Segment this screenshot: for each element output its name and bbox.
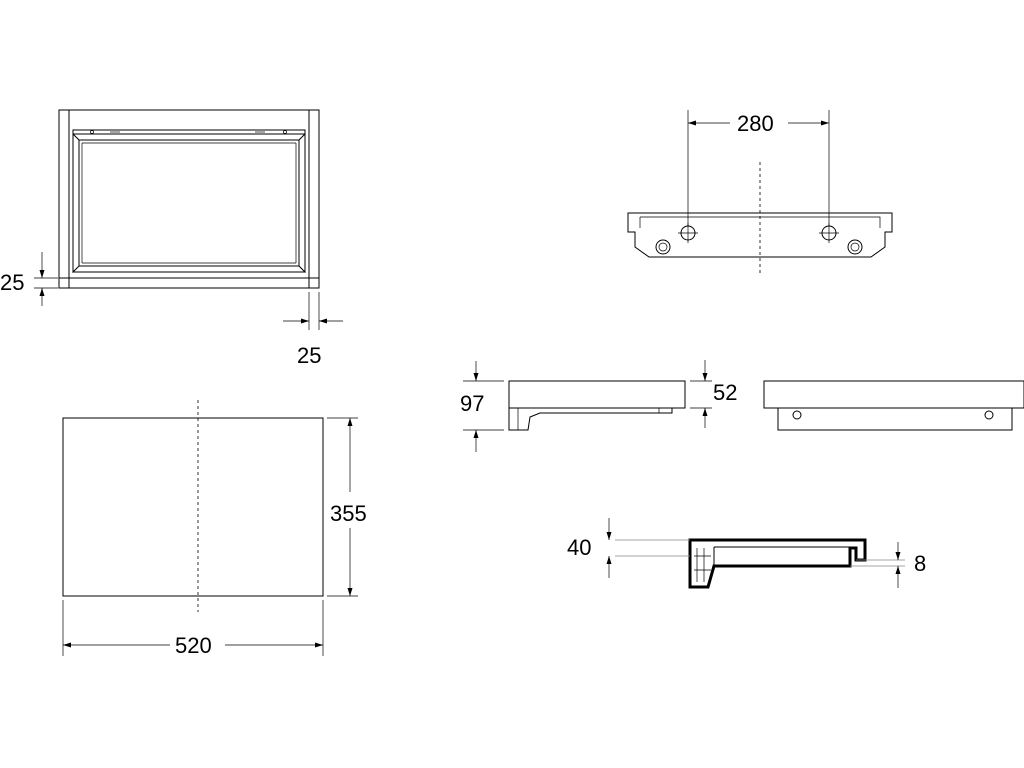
dim-edge-right: 25 bbox=[283, 292, 343, 368]
plan-view bbox=[62, 400, 324, 612]
dim-section-height: 40 bbox=[567, 518, 612, 578]
dim-width: 520 bbox=[62, 600, 324, 658]
dim-label-shelf-height: 52 bbox=[713, 380, 737, 405]
dim-rim-height: 8 bbox=[895, 542, 926, 588]
dim-depth: 355 bbox=[327, 417, 367, 597]
dim-label-hole-spacing: 280 bbox=[737, 111, 774, 136]
dim-label-total-height: 97 bbox=[460, 391, 484, 416]
dim-label-depth: 355 bbox=[330, 501, 367, 526]
front-side-view bbox=[763, 380, 1024, 431]
dim-label-edge-left: 25 bbox=[0, 270, 24, 295]
top-view-fixing bbox=[627, 110, 893, 276]
dim-label-edge-right: 25 bbox=[297, 343, 321, 368]
dim-shelf-height: 52 bbox=[690, 360, 737, 428]
dim-label-rim-height: 8 bbox=[914, 551, 926, 576]
cross-section bbox=[615, 538, 905, 589]
front-frame-view bbox=[58, 109, 320, 289]
dim-label-width: 520 bbox=[175, 633, 212, 658]
dim-label-section-height: 40 bbox=[567, 535, 591, 560]
dim-hole-spacing: 280 bbox=[688, 111, 829, 136]
dim-edge-left: 25 bbox=[0, 252, 58, 306]
side-view bbox=[508, 380, 686, 431]
dim-total-height: 97 bbox=[460, 361, 504, 452]
